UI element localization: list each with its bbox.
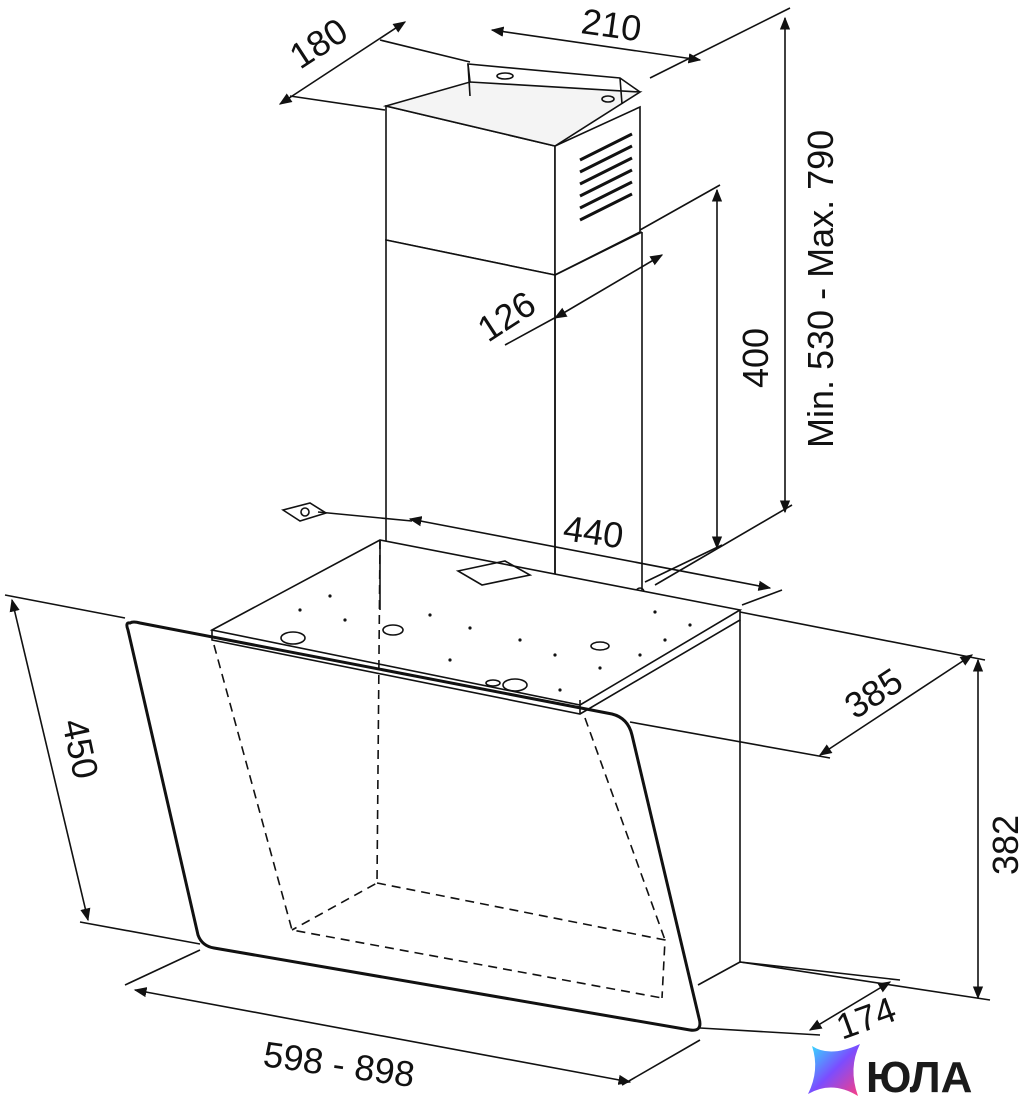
dim-overall-width: 598 - 898 xyxy=(261,1033,417,1095)
hood-body xyxy=(209,539,743,986)
dim-glass-height: 450 xyxy=(54,715,107,782)
screw-dots xyxy=(298,594,692,692)
dim-mount-offset: 174 xyxy=(831,988,901,1047)
dim-hood-height: 382 xyxy=(985,815,1023,875)
dim-chimney-width: 210 xyxy=(579,0,644,49)
vent-slots xyxy=(579,132,633,222)
watermark: ЮЛА xyxy=(808,1044,972,1100)
glass-panel xyxy=(125,539,702,1032)
dimension-lines xyxy=(4,7,991,1086)
dim-chimney-height-range: Min. 530 - Max. 790 xyxy=(800,130,841,448)
watermark-text: ЮЛА xyxy=(866,1053,972,1100)
star-logo-icon xyxy=(808,1044,860,1096)
dim-chimney-depth: 180 xyxy=(282,10,355,77)
dim-hood-width: 440 xyxy=(561,507,626,556)
dim-inner-chimney-height: 400 xyxy=(735,328,776,388)
dim-hood-depth: 385 xyxy=(837,660,910,727)
upper-chimney xyxy=(382,63,643,277)
